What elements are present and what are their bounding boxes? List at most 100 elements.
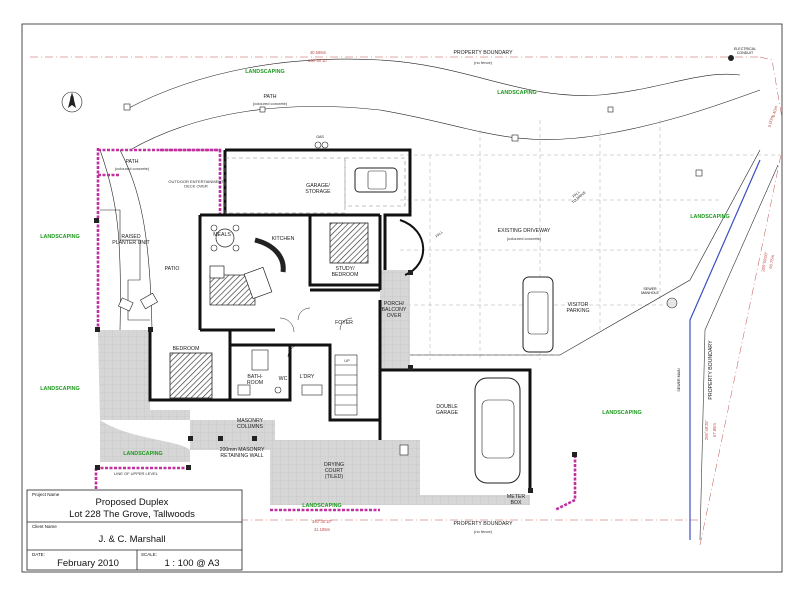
dim-bottom-angle: 340°30'10" [312,519,333,524]
bedroom-walls [148,330,232,402]
drawing-scale: 1 : 100 @ A3 [164,558,219,569]
path-curve-1 [124,58,741,111]
path-concrete-left: (coloured concrete) [115,166,150,171]
no-fence-bottom: (no fence) [474,529,493,534]
dim-right2-bearing: 265°49'25" [704,419,709,440]
property-boundary-right: PROPERTY BOUNDARY [708,340,714,400]
path-label-top: PATH [263,94,276,100]
bay-window [399,219,425,276]
landscaping-label-8: LANDSCAPING [302,503,342,509]
driveway-edge [400,149,761,356]
existing-driveway-label: EXISTING DRIVEWAY [498,228,551,234]
garage-storage-label: GARAGE/STORAGE [305,183,331,195]
property-boundary-bottom: PROPERTY BOUNDARY [453,521,513,527]
study-bedroom-label: STUDY/BEDROOM [332,266,359,278]
fall-label: FALL [435,230,444,238]
kitchen-bench [254,237,286,273]
boundary-corner [759,56,783,119]
door-swings [279,307,353,358]
bathroom-walls [230,343,292,402]
toilet-icon [274,386,282,394]
gas-label: GAS [316,135,324,139]
landscaping-label-5: LANDSCAPING [40,386,80,392]
scale-caption: SCALE: [141,552,157,557]
bedroom-label: BEDROOM [173,346,200,352]
electrical-conduit-icon [728,55,734,61]
landscaping-label-6: LANDSCAPING [123,451,163,457]
sewer-main-line [689,159,761,540]
upper-level-line-label: LINE OF UPPER LEVEL [114,471,159,476]
stairs-icon [334,354,358,416]
driveway-concrete: (coloured concrete) [507,236,542,241]
car-double-garage-icon [474,377,521,484]
date-caption: DATE: [32,552,45,557]
landscaping-label-1: LANDSCAPING [245,69,285,75]
driveway-joints [400,120,780,360]
double-garage-walls [380,368,532,490]
bath-fixture-icon [251,349,269,371]
sheet-frame [21,23,783,573]
path-curve-2 [129,89,761,151]
masonry-columns [94,218,577,493]
dim-top-angle: 160°30'10" [308,58,329,63]
bed-main-icon [169,352,213,399]
car-garage-upper-icon [354,167,398,193]
dim-top-length: 40.595m [310,50,327,55]
dim-corner: 6.40m [771,105,779,118]
drawing-date: February 2010 [57,558,119,569]
project-name: Proposed Duplex [96,497,169,508]
porch-paving [380,270,410,370]
stairs-up-label: UP [344,358,350,363]
landscaping-label-4: LANDSCAPING [690,214,730,220]
path-concrete-top: (coloured concrete) [253,101,288,106]
project-name-caption: Project Name [32,492,60,497]
path-label-left: PATH [125,159,138,165]
patio-chair-icon [140,292,158,310]
drying-court-paving [270,440,380,495]
sewer-manhole-icon [666,297,678,309]
laundry-label: L'DRY [300,374,315,380]
boundary-right [699,149,783,546]
path-left-2 [99,149,121,331]
car-visitor-icon [522,276,554,353]
client-name: J. & C. Marshall [98,534,165,545]
dim-bottom-length: 41.185m [314,527,331,532]
client-name-caption: Client Name [32,524,57,529]
bed-study-icon [329,222,369,264]
wc-label: WC [279,376,288,382]
title-block [26,489,243,571]
landscaping-label-2: LANDSCAPING [497,90,537,96]
planter-steps [100,209,150,321]
sewer-offset [699,164,779,541]
house-wall-north [225,148,412,270]
meals-table-icon [210,224,240,252]
landscaping-label-3: LANDSCAPING [40,234,80,240]
landscaping-label-7: LANDSCAPING [602,410,642,416]
patio-label: PATIO [165,266,180,272]
bathroom-label: BATH-ROOM [247,374,263,386]
sewer-main-label: SEWER MAIN [677,368,681,392]
fall-to-drive-label: FALLTO DRIVE [569,187,588,204]
north-arrow-icon [61,91,83,113]
dim-right-length: 60.75m [768,254,775,269]
laundry-tub-icon [301,384,323,396]
meals-label: MEALS [213,232,231,238]
north-label: N [70,97,74,103]
dim-corner2: 5.00m [767,115,775,128]
dim-right2-length: 57.85m [712,423,717,437]
foyer-label: FOYER [335,320,353,326]
project-address: Lot 228 The Grove, Tallwoods [69,509,195,520]
dim-right-bearing: 285°59'00" [760,251,769,272]
